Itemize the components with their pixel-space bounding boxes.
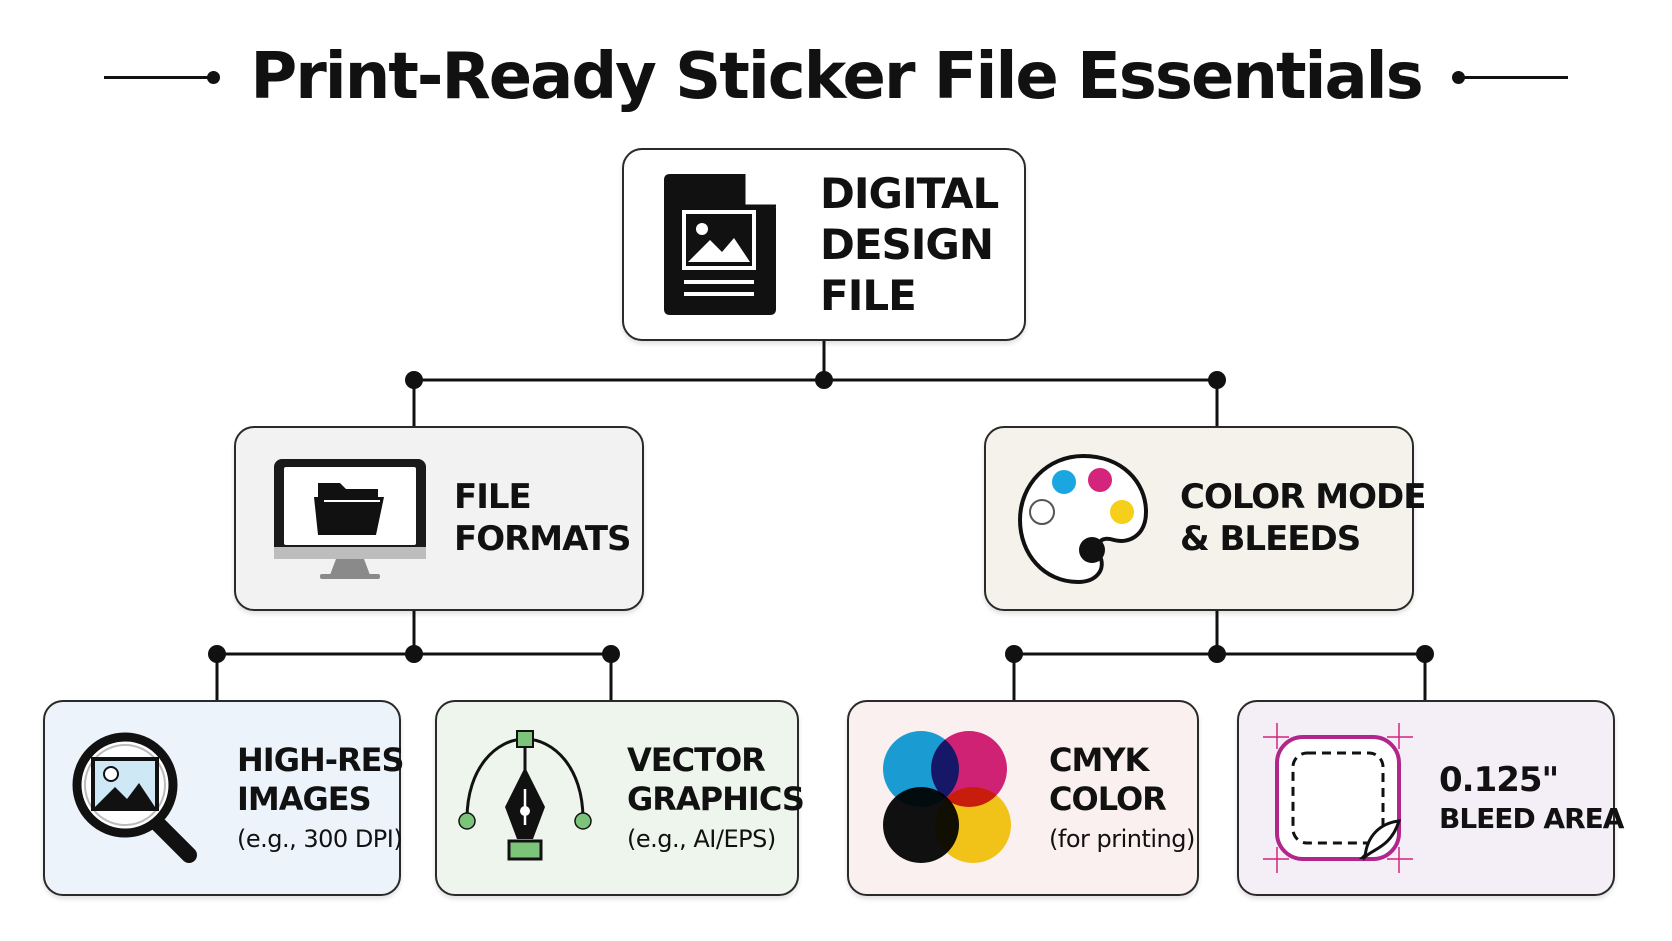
high-res-label: HIGH-RES IMAGES (e.g., 300 DPI)	[237, 741, 405, 854]
branch-node-color-mode-bleeds: COLOR MODE & BLEEDS	[984, 426, 1426, 611]
connector-dot	[602, 645, 620, 663]
cmyk-line-1: CMYK	[1049, 741, 1149, 780]
title-decor-left	[104, 70, 221, 84]
paint-palette-icon	[1014, 450, 1152, 588]
cmyk-label: CMYK COLOR (for printing)	[1049, 741, 1195, 854]
high-res-line-1: HIGH-RES	[237, 741, 405, 780]
bleed-sticker-icon	[1263, 723, 1413, 873]
color-mode-line-1: COLOR MODE	[1180, 477, 1426, 518]
magnifier-image-icon	[69, 729, 201, 867]
title-row: Print-Ready Sticker File Essentials	[0, 22, 1672, 132]
connector-dot	[405, 645, 423, 663]
document-image-icon	[662, 172, 780, 317]
bleed-line-1: 0.125"	[1439, 760, 1559, 801]
color-mode-line-2: & BLEEDS	[1180, 518, 1361, 559]
root-label-line-1: DIGITAL	[820, 168, 999, 218]
color-mode-label: COLOR MODE & BLEEDS	[1180, 477, 1426, 560]
cmyk-subtitle: (for printing)	[1049, 825, 1195, 854]
connector-dot	[1208, 371, 1226, 389]
root-label-line-3: FILE	[820, 271, 917, 321]
connector-dot	[1416, 645, 1434, 663]
leaf-node-cmyk-color: CMYK COLOR (for printing)	[847, 700, 1199, 896]
high-res-subtitle: (e.g., 300 DPI)	[237, 825, 403, 854]
vector-line-1: VECTOR	[627, 741, 766, 780]
root-node-digital-design-file: DIGITAL DESIGN FILE	[622, 148, 1026, 341]
root-label-line-2: DESIGN	[820, 219, 994, 269]
connector-dot	[208, 645, 226, 663]
cmyk-line-2: COLOR	[1049, 780, 1167, 819]
connector-dot	[405, 371, 423, 389]
title-decor-right	[1451, 70, 1568, 84]
connector-dot	[815, 371, 833, 389]
vector-label: VECTOR GRAPHICS (e.g., AI/EPS)	[627, 741, 805, 854]
file-formats-label: FILE FORMATS	[454, 477, 631, 560]
pen-tool-icon	[457, 727, 593, 869]
connector-dot	[1208, 645, 1226, 663]
monitor-folder-icon	[270, 455, 430, 583]
high-res-line-2: IMAGES	[237, 780, 372, 819]
leaf-node-vector-graphics: VECTOR GRAPHICS (e.g., AI/EPS)	[435, 700, 805, 896]
connector-dot	[1005, 645, 1023, 663]
diagram-title: Print-Ready Sticker File Essentials	[250, 40, 1423, 114]
branch-node-file-formats: FILE FORMATS	[234, 426, 644, 611]
vector-subtitle: (e.g., AI/EPS)	[627, 825, 776, 854]
bleed-label: 0.125" BLEED AREA	[1439, 760, 1624, 836]
cmyk-circles-icon	[873, 725, 1019, 871]
file-formats-line-1: FILE	[454, 477, 532, 518]
leaf-node-bleed-area: 0.125" BLEED AREA	[1237, 700, 1624, 896]
root-label: DIGITAL DESIGN FILE	[820, 168, 999, 322]
vector-line-2: GRAPHICS	[627, 780, 805, 819]
file-formats-line-2: FORMATS	[454, 518, 631, 559]
leaf-node-high-res-images: HIGH-RES IMAGES (e.g., 300 DPI)	[43, 700, 405, 896]
bleed-line-2: BLEED AREA	[1439, 801, 1624, 835]
